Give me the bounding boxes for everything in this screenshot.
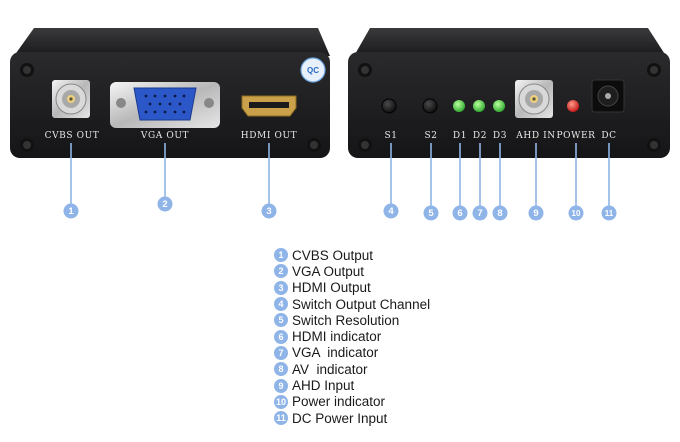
- label-d3: D3: [493, 131, 507, 141]
- callout-number: 3: [266, 206, 271, 217]
- d2-led: [473, 100, 485, 112]
- dc-jack: [591, 79, 625, 113]
- callout-marker: [452, 205, 468, 221]
- callout-number: 11: [605, 209, 614, 218]
- legend-number-badge: 4: [274, 297, 288, 312]
- label-vga-out: VGA OUT: [140, 131, 189, 141]
- callout-marker: [472, 205, 488, 221]
- legend-label: VGA indicator: [292, 345, 379, 361]
- callout-number: 6: [457, 208, 462, 219]
- callout-number: 7: [477, 208, 482, 219]
- legend-item: 7 VGA indicator: [274, 345, 430, 361]
- legend-number-badge: 10: [274, 394, 288, 409]
- legend-item: 11 DC Power Input: [274, 410, 430, 426]
- callout-number: 9: [533, 208, 538, 219]
- label-power: POWER: [556, 131, 595, 141]
- legend-label: Switch Output Channel: [292, 296, 431, 312]
- label-s1: S1: [384, 131, 397, 141]
- callouts: 1 2 3 4 5 6 7 8 9 10 11: [63, 143, 617, 221]
- d3-led: [493, 100, 505, 112]
- label-ahd-in: AHD IN: [515, 131, 555, 141]
- callout-number: 5: [428, 208, 434, 219]
- callout-marker: [601, 205, 617, 221]
- callout-marker: [528, 205, 544, 221]
- legend-label: VGA Output: [292, 263, 365, 279]
- legend-item: 8 AV indicator: [274, 361, 430, 377]
- s2-button: [422, 98, 438, 114]
- legend-number-badge: 9: [274, 378, 288, 393]
- legend-label: Power indicator: [292, 394, 386, 410]
- cvbs-bnc-connector: [52, 80, 90, 118]
- legend-item: 5 Switch Resolution: [274, 312, 430, 328]
- callout-marker: [383, 203, 399, 219]
- legend-label: Switch Resolution: [292, 312, 400, 328]
- callout-number: 10: [572, 209, 581, 218]
- label-dc: DC: [601, 131, 616, 141]
- callout-number: 4: [388, 206, 394, 217]
- legend-item: 1 CVBS Output: [274, 247, 430, 263]
- s1-button: [381, 98, 397, 114]
- left-device: QC CVBS OUT VGA OUT HDMI OUT: [10, 28, 330, 158]
- legend-label: CVBS Output: [292, 247, 374, 263]
- power-led: [567, 100, 579, 112]
- vga-connector: [110, 82, 220, 128]
- legend-label: HDMI indicator: [292, 329, 382, 345]
- callout-marker: [568, 205, 584, 221]
- legend-number-badge: 11: [274, 411, 288, 426]
- svg-text:QC: QC: [307, 66, 319, 75]
- label-d2: D2: [473, 131, 487, 141]
- callout-marker: [63, 203, 79, 219]
- legend-label: AV indicator: [292, 361, 368, 377]
- hdmi-connector: [241, 95, 297, 117]
- legend-item: 4 Switch Output Channel: [274, 296, 430, 312]
- callout-number: 1: [68, 206, 74, 217]
- d1-led: [453, 100, 465, 112]
- legend-item: 10 Power indicator: [274, 394, 430, 410]
- legend-label: HDMI Output: [292, 280, 371, 296]
- legend-item: 9 AHD Input: [274, 377, 430, 393]
- label-hdmi-out: HDMI OUT: [241, 131, 297, 141]
- legend-number-badge: 8: [274, 362, 288, 377]
- legend-label: AHD Input: [292, 378, 355, 394]
- callout-marker: [423, 205, 439, 221]
- legend-number-badge: 7: [274, 345, 288, 360]
- callout-marker: [492, 205, 508, 221]
- callout-marker: [261, 203, 277, 219]
- legend-number-badge: 5: [274, 313, 288, 328]
- screw-icon: [358, 63, 661, 152]
- legend-number-badge: 2: [274, 264, 288, 279]
- legend-number-badge: 3: [274, 280, 288, 295]
- legend-number-badge: 6: [274, 329, 288, 344]
- qc-sticker: QC: [300, 57, 326, 83]
- legend-item: 3 HDMI Output: [274, 280, 430, 296]
- label-s2: S2: [424, 131, 437, 141]
- legend-label: DC Power Input: [292, 410, 388, 426]
- callout-number: 2: [162, 199, 167, 210]
- ahd-bnc-connector: [515, 80, 553, 118]
- label-cvbs-out: CVBS OUT: [45, 131, 100, 141]
- legend-item: 2 VGA Output: [274, 263, 430, 279]
- callout-marker: [157, 196, 173, 212]
- right-device: S1 S2 D1 D2 D3 AHD IN POWER DC: [348, 28, 670, 158]
- label-d1: D1: [453, 131, 467, 141]
- legend-item: 6 HDMI indicator: [274, 328, 430, 344]
- callout-number: 8: [497, 208, 502, 219]
- legend-number-badge: 1: [274, 248, 288, 263]
